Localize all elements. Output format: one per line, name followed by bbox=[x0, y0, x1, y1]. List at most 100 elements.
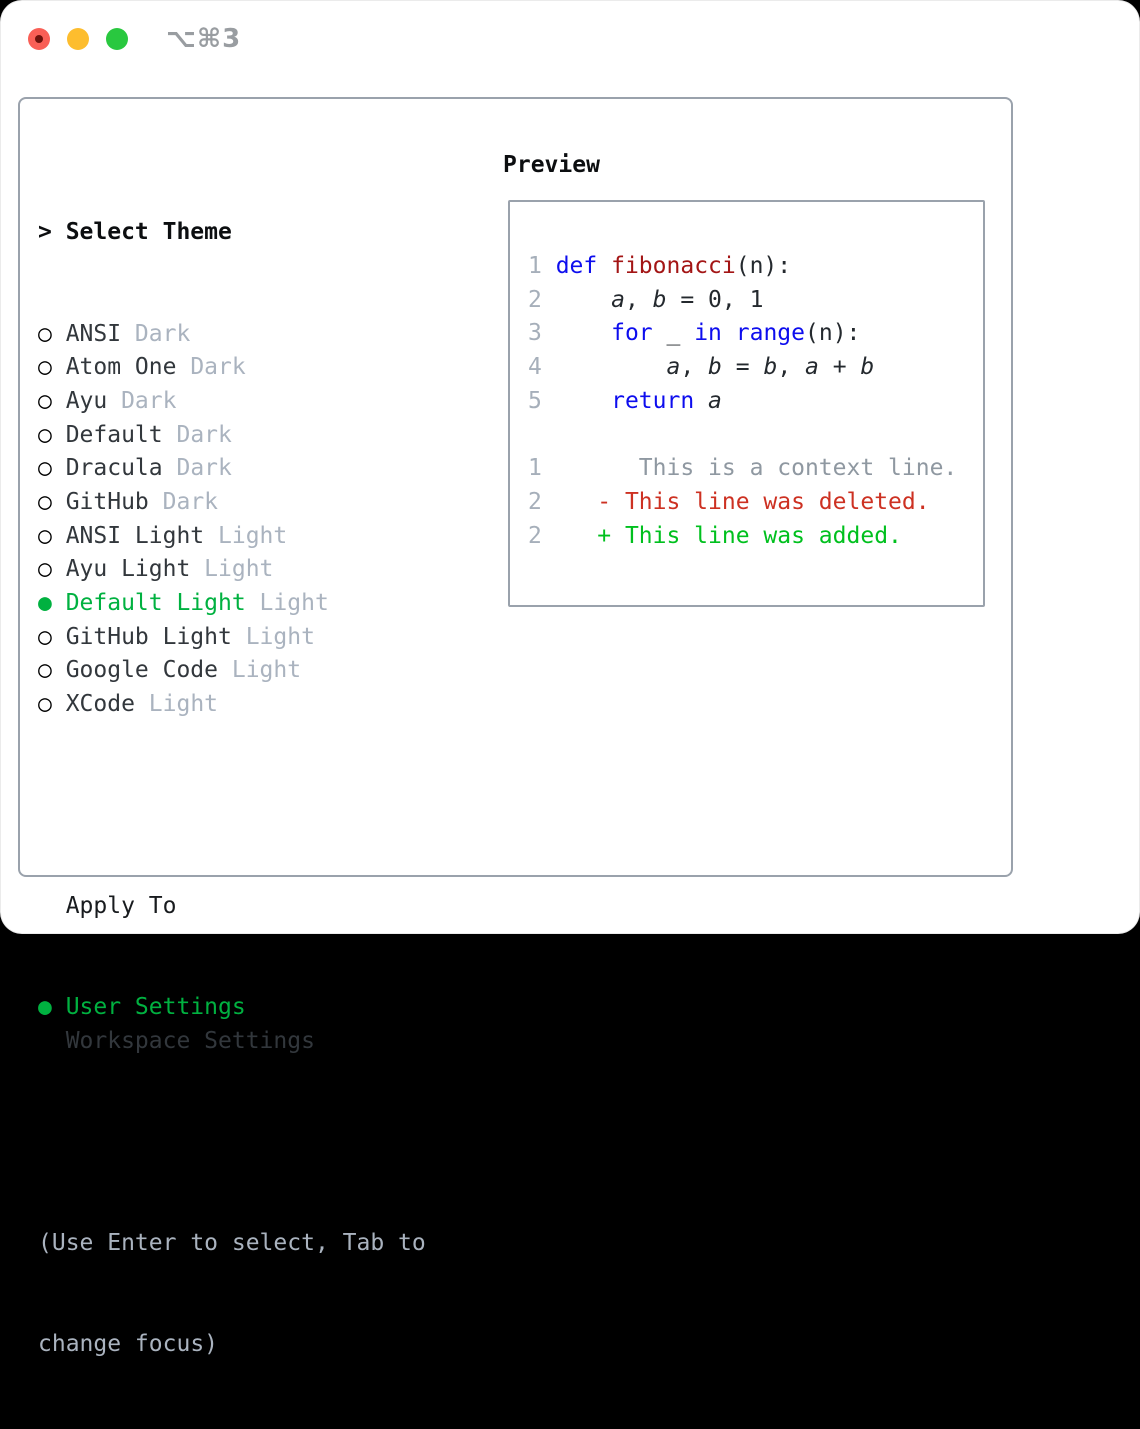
theme-name: Atom One bbox=[65, 354, 177, 381]
app-window: ⌥⌘3 >Select Theme ○ANSI Dark○Atom One Da… bbox=[0, 0, 1140, 1357]
preview-line bbox=[528, 418, 957, 452]
preview-line: 2 + This line was added. bbox=[528, 520, 957, 554]
radio-unselected-icon: ○ bbox=[38, 354, 52, 381]
apply-to-option[interactable]: ○ Workspace Settings bbox=[38, 1025, 426, 1059]
code-token-pl: (n): bbox=[805, 320, 861, 347]
code-token-pl bbox=[556, 320, 611, 346]
code-token-pl: , bbox=[777, 354, 806, 381]
theme-variant-tag: Dark bbox=[107, 387, 177, 414]
theme-variant-tag: Dark bbox=[176, 354, 246, 381]
theme-variant-tag: Light bbox=[190, 556, 274, 583]
preview-line: 2 - This line was deleted. bbox=[528, 486, 957, 520]
theme-name: Dracula bbox=[65, 455, 163, 482]
theme-option[interactable]: ○ Atom One Dark bbox=[38, 351, 426, 385]
code-token-pl: = 0, 1 bbox=[666, 286, 764, 313]
line-number: 2 bbox=[528, 286, 556, 313]
line-number: 5 bbox=[528, 387, 556, 414]
apply-to-name: Workspace Settings bbox=[65, 1028, 315, 1055]
radio-selected-icon: ● bbox=[38, 590, 52, 616]
code-token-pl: , bbox=[680, 354, 709, 381]
spacer-row bbox=[38, 789, 426, 823]
theme-option[interactable]: ○Ayu Light Light bbox=[38, 553, 426, 587]
code-token-var: a bbox=[611, 286, 625, 313]
code-token-var: b bbox=[763, 354, 778, 381]
apply-to-option[interactable]: ●User Settings bbox=[38, 991, 426, 1025]
apply-to-name: User Settings bbox=[65, 994, 246, 1021]
line-number: 2 bbox=[528, 522, 556, 549]
theme-name: GitHub Light bbox=[65, 623, 232, 650]
preview-line: 3 for _ in range(n): bbox=[528, 317, 957, 351]
code-token-kw: in bbox=[694, 320, 722, 347]
theme-option[interactable]: ○ GitHub Light Light bbox=[38, 621, 426, 655]
code-token-pl bbox=[722, 320, 736, 346]
theme-option[interactable]: ○ Ayu Dark bbox=[38, 385, 426, 419]
close-button[interactable] bbox=[28, 28, 50, 50]
theme-options: ○ANSI Dark○Atom One Dark○Ayu Dark○Defaul… bbox=[38, 318, 426, 722]
theme-name: GitHub bbox=[65, 488, 149, 515]
code-token-kw: range bbox=[735, 320, 805, 347]
code-token-kw: return bbox=[611, 387, 695, 414]
theme-picker-panel: >Select Theme ○ANSI Dark○Atom One Dark○A… bbox=[18, 97, 1013, 1357]
apply-to-options: ●User Settings ○ Workspace Settings bbox=[38, 991, 426, 1058]
apply-to-header: Apply To bbox=[38, 890, 426, 924]
theme-option[interactable]: ○Dracula Dark bbox=[38, 452, 426, 486]
line-number bbox=[528, 421, 556, 447]
theme-option[interactable]: ○Default Dark bbox=[38, 419, 426, 453]
theme-option[interactable]: ● Default Light Light bbox=[38, 587, 426, 621]
code-token-var: a bbox=[708, 387, 722, 414]
code-token-ctx: This is a context line. bbox=[555, 455, 958, 482]
hint-line-1: (Use Enter to select, Tab to bbox=[38, 1230, 426, 1257]
radio-unselected-icon: ○ bbox=[38, 522, 52, 549]
code-token-pl bbox=[556, 388, 611, 414]
code-token-var: a bbox=[805, 354, 819, 381]
theme-option[interactable]: ○ANSI Dark bbox=[38, 318, 426, 352]
code-token-fn: fibonacci bbox=[611, 253, 736, 279]
preview-line: 5 return a bbox=[528, 385, 957, 419]
radio-unselected-icon: ○ bbox=[38, 421, 52, 448]
code-token-pl bbox=[556, 354, 667, 380]
theme-option[interactable]: ○ GitHub Dark bbox=[38, 486, 426, 520]
radio-unselected-icon: ○ bbox=[38, 387, 52, 414]
radio-unselected-icon: ○ bbox=[38, 623, 52, 650]
theme-name: XCode bbox=[65, 691, 135, 718]
theme-variant-tag: Dark bbox=[148, 488, 219, 515]
theme-option[interactable]: ○Google Code Light bbox=[38, 654, 426, 688]
theme-name: ANSI bbox=[65, 320, 122, 347]
theme-variant-tag: Light bbox=[134, 691, 219, 718]
theme-variant-tag: Light bbox=[245, 590, 329, 616]
select-theme-header: >Select Theme bbox=[38, 216, 426, 250]
spacer-row bbox=[38, 1126, 426, 1160]
preview-title: Preview bbox=[503, 152, 600, 178]
select-theme-title: Select Theme bbox=[65, 219, 232, 246]
theme-name: ANSI Light bbox=[65, 522, 205, 549]
apply-to-title: Apply To bbox=[65, 893, 177, 920]
radio-unselected-icon: ○ bbox=[38, 657, 52, 684]
radio-unselected-icon: ○ bbox=[38, 488, 52, 515]
theme-option[interactable]: ○XCode Light bbox=[38, 688, 426, 722]
preview-line: 1 def fibonacci(n): bbox=[528, 250, 957, 284]
code-token-del: - This line was deleted. bbox=[555, 488, 930, 515]
theme-variant-tag: Dark bbox=[162, 455, 232, 482]
zoom-button[interactable] bbox=[106, 28, 128, 50]
code-token-var: a bbox=[666, 354, 681, 381]
preview-line: 1 This is a context line. bbox=[528, 452, 957, 486]
code-token-var: b bbox=[860, 354, 875, 381]
preview-line: 4 a, b = b, a + b bbox=[528, 351, 957, 385]
radio-unselected-icon: ○ bbox=[38, 1028, 52, 1055]
theme-name: Ayu bbox=[65, 387, 108, 414]
preview-line: 2 a, b = 0, 1 bbox=[528, 284, 957, 318]
code-token-pl: _ bbox=[652, 320, 695, 347]
code-token-pl bbox=[694, 388, 708, 414]
theme-variant-tag: Light bbox=[231, 623, 315, 650]
code-token-var: b bbox=[652, 286, 667, 313]
theme-option[interactable]: ○ANSI Light Light bbox=[38, 520, 426, 554]
code-token-pl: + bbox=[818, 354, 861, 381]
line-number: 4 bbox=[528, 354, 556, 381]
minimize-button[interactable] bbox=[67, 28, 89, 50]
code-token-pl: , bbox=[624, 286, 653, 313]
code-token-var: b bbox=[708, 354, 722, 381]
theme-name: Default Light bbox=[65, 590, 246, 616]
theme-name: Ayu Light bbox=[65, 556, 191, 583]
